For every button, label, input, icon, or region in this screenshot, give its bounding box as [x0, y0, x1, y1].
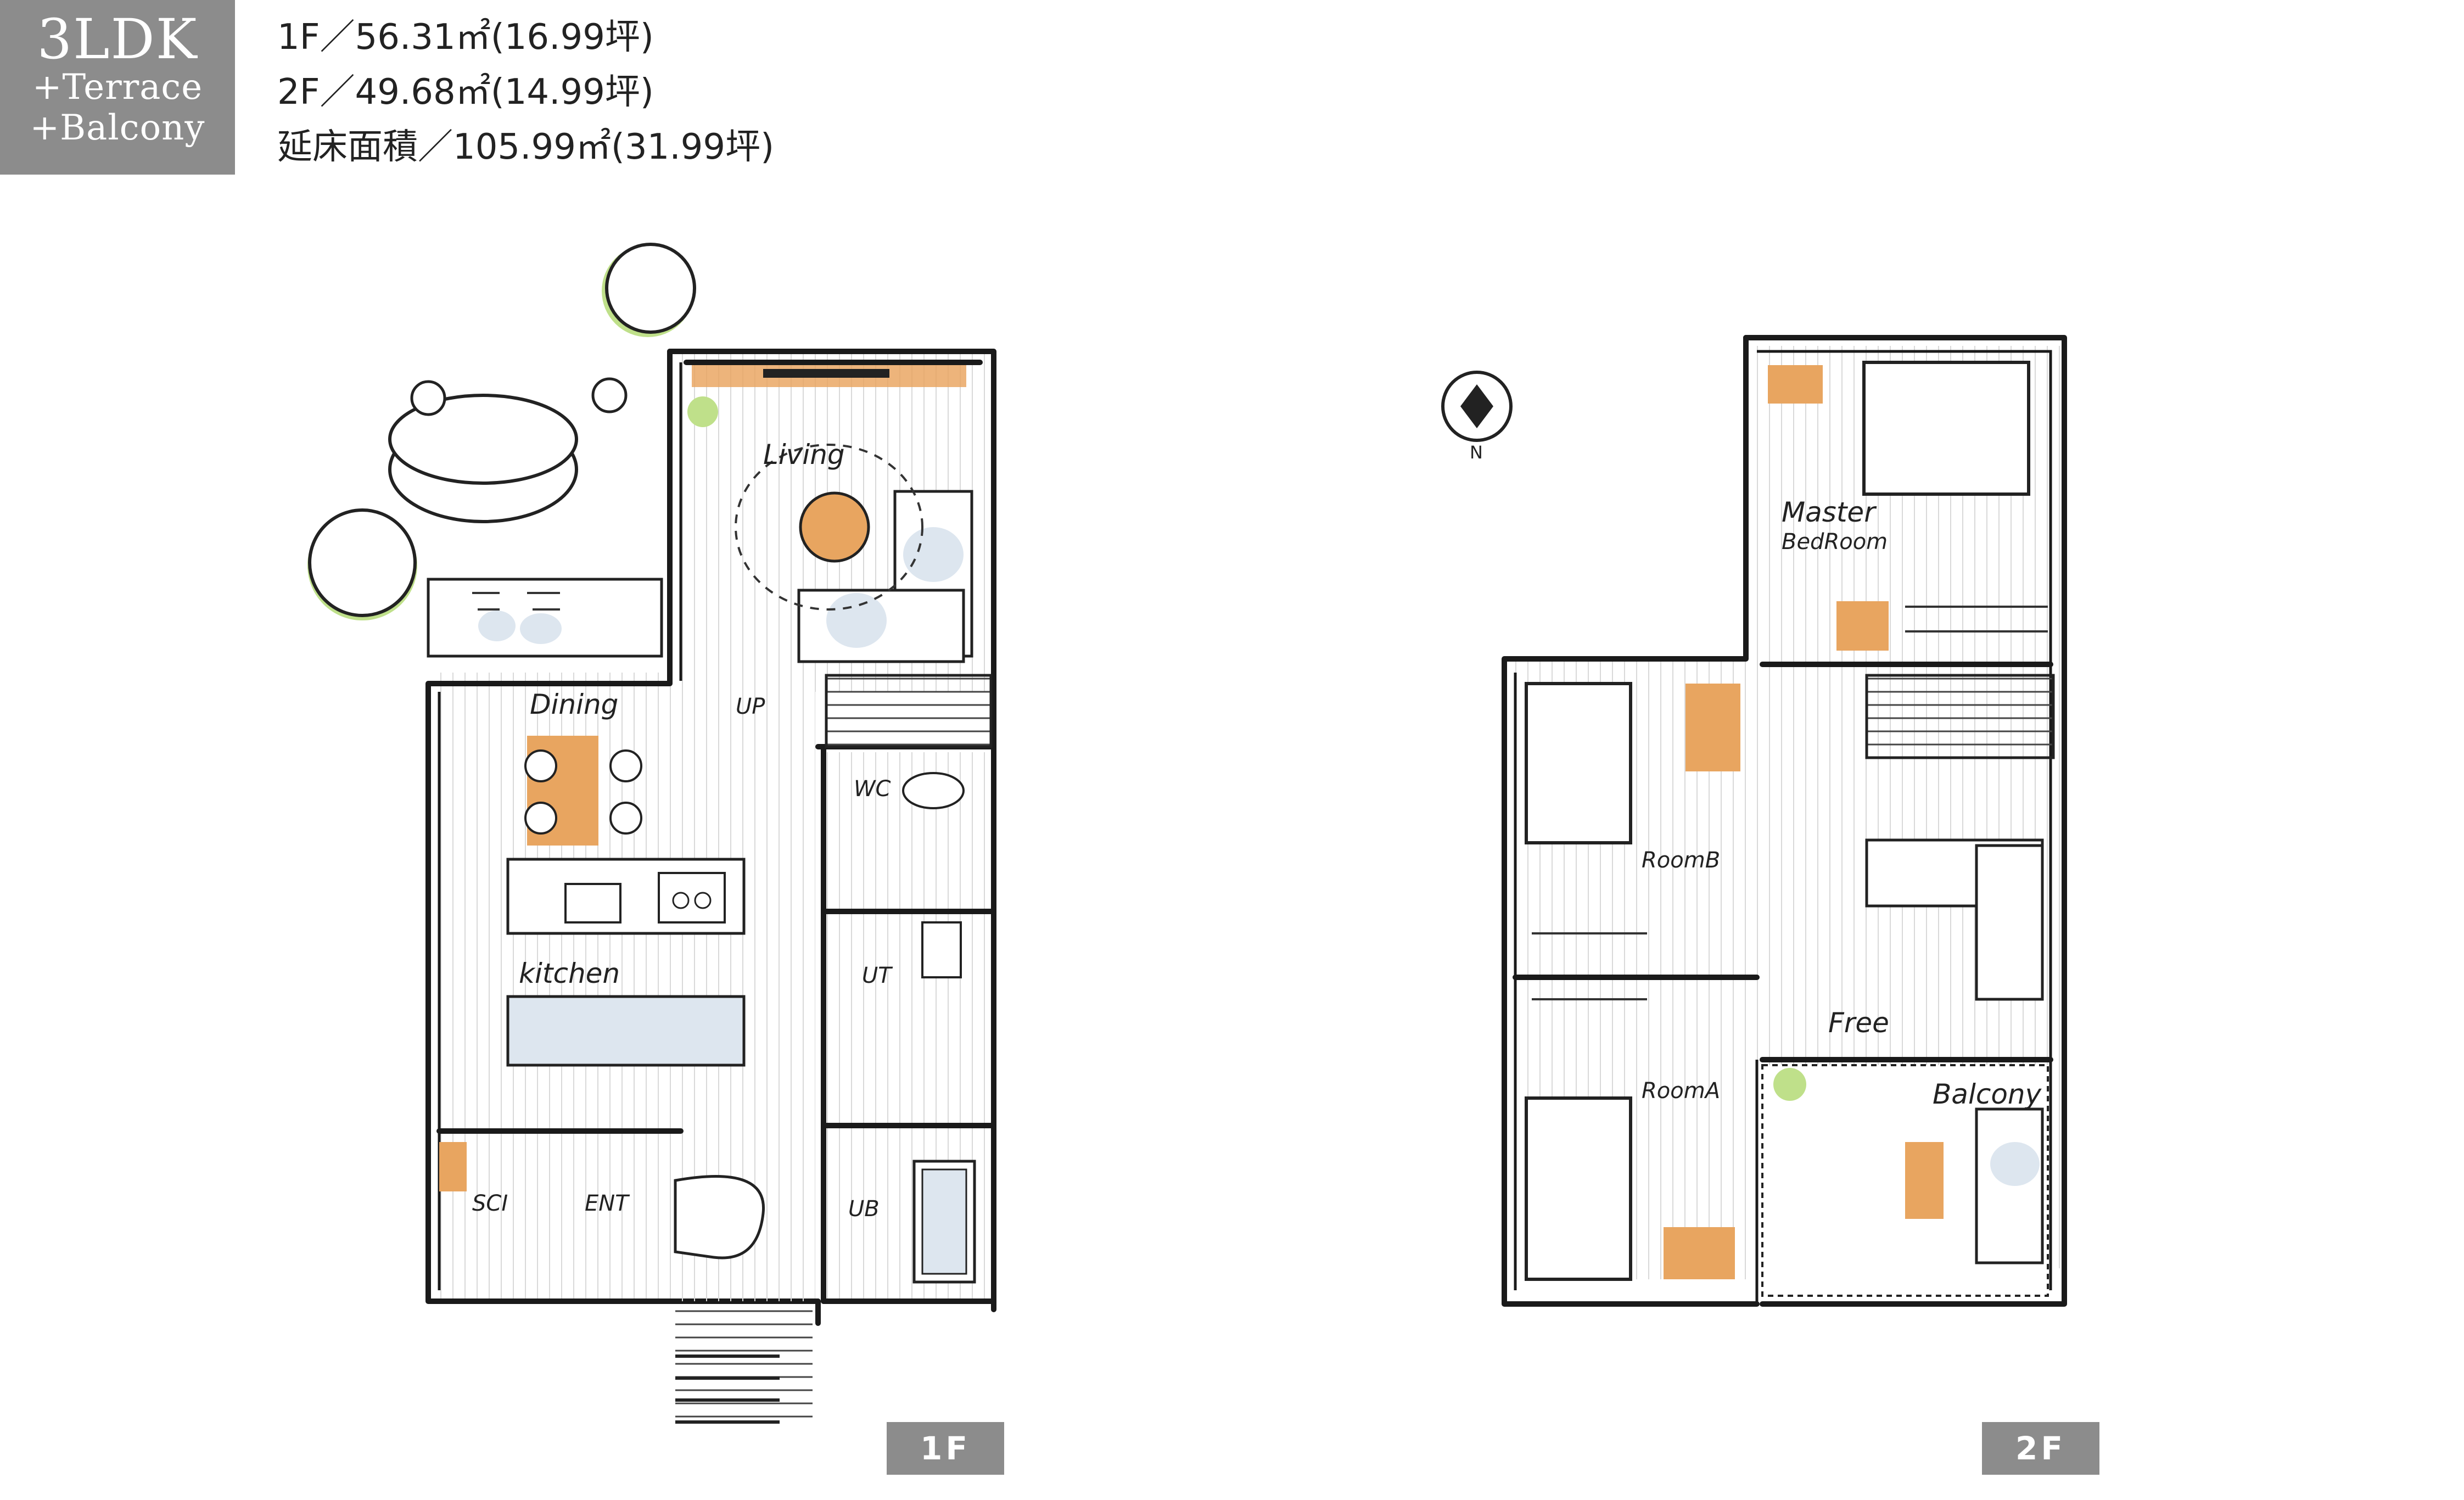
area-total: 延床面積／105.99㎡(31.99坪) — [277, 127, 775, 167]
label-dining: Dining — [530, 689, 618, 720]
washer-icon — [921, 921, 962, 978]
area-2f: 2F／49.68㎡(14.99坪) — [277, 72, 654, 113]
floor-areas: 1F／56.31㎡(16.99坪) 2F／49.68㎡(14.99坪) 延床面積… — [277, 10, 774, 175]
north-compass-icon: N — [1441, 371, 1513, 463]
tree-icon — [605, 243, 696, 334]
master-bed-icon — [1862, 361, 2030, 496]
label-living: Living — [763, 439, 845, 471]
option-terrace: +Terrace — [32, 67, 203, 108]
label-master: Master — [1782, 496, 1877, 528]
floor-tag-2f: 2F — [1982, 1422, 2099, 1475]
label-bedroom: BedRoom — [1782, 529, 1888, 555]
compass-label: N — [1470, 442, 1483, 463]
label-free: Free — [1828, 1007, 1889, 1039]
room-b-bed-icon — [1525, 682, 1632, 844]
label-sci: SCI — [472, 1191, 508, 1216]
option-balcony: +Balcony — [30, 108, 205, 148]
floor-2-plan — [687, 335, 2067, 1307]
entrance — [439, 1142, 813, 1422]
label-ub: UB — [848, 1196, 880, 1222]
plan-type: 3LDK — [37, 7, 198, 71]
label-room-b: RoomB — [1642, 848, 1720, 873]
floor-tag-1f: 1F — [887, 1422, 1004, 1475]
dining-table — [524, 736, 642, 846]
area-1f: 1F／56.31㎡(16.99坪) — [277, 17, 654, 58]
label-up: UP — [736, 694, 765, 719]
label-wc: WC — [854, 776, 891, 802]
garden-table-icon — [388, 377, 628, 523]
label-balcony: Balcony — [1933, 1078, 2042, 1110]
label-ent: ENT — [585, 1191, 630, 1216]
room-a-bed-icon — [1525, 1096, 1632, 1281]
kitchen-counter — [506, 858, 746, 1067]
living-table — [800, 493, 869, 561]
tree-icon — [308, 508, 417, 617]
plan-type-badge: 3LDK +Terrace +Balcony — [0, 0, 235, 175]
toilet-icon — [902, 772, 965, 809]
terrace — [427, 578, 663, 658]
living-sofa — [797, 490, 973, 663]
label-ut: UT — [862, 963, 893, 988]
floor-1-plan — [307, 243, 996, 1424]
label-room-a: RoomA — [1642, 1078, 1720, 1104]
label-kitchen: kitchen — [519, 958, 620, 989]
